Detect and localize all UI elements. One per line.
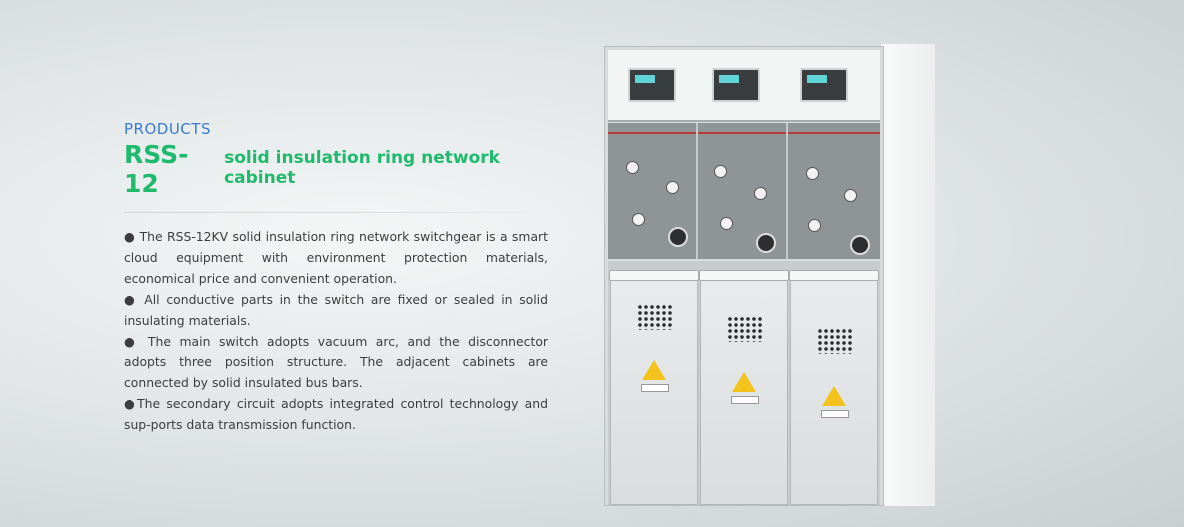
switch-knob [714, 165, 727, 178]
warning-icon [732, 372, 756, 392]
control-bay [608, 123, 698, 259]
door-handle [699, 270, 789, 281]
cabinet-door [789, 270, 879, 505]
operation-dial [850, 235, 870, 255]
cable-compartment [608, 261, 880, 505]
meter-display [712, 68, 760, 102]
product-intro: PRODUCTS RSS-12 solid insulation ring ne… [124, 118, 548, 436]
control-panel [608, 123, 880, 259]
cabinet-image [604, 44, 935, 510]
feature-item: ● The main switch adopts vacuum arc, and… [124, 333, 548, 391]
cabinet-door [609, 270, 699, 505]
cabinet-side [880, 44, 935, 506]
meter-display [800, 68, 848, 102]
feature-item: ● All conductive parts in the switch are… [124, 291, 548, 328]
product-model: RSS-12 [124, 140, 189, 198]
door-handle [609, 270, 699, 281]
product-title: RSS-12 solid insulation ring network cab… [124, 140, 548, 198]
control-bay [788, 123, 876, 259]
warning-label [731, 396, 759, 404]
door-handle [789, 270, 879, 281]
section-label: PRODUCTS [124, 120, 211, 138]
cabinet-door [699, 270, 789, 505]
product-subtitle: solid insulation ring network cabinet [224, 148, 500, 188]
switch-knob [632, 213, 645, 226]
instrument-panel [608, 50, 880, 122]
control-bay [698, 123, 788, 259]
switch-knob [806, 167, 819, 180]
switch-knob [666, 181, 679, 194]
product-description: ● The RSS-12KV solid insulation ring net… [124, 227, 548, 436]
vent-grille [817, 328, 853, 354]
operation-dial [668, 227, 688, 247]
title-divider [124, 212, 544, 213]
warning-icon [822, 386, 846, 406]
operation-dial [756, 233, 776, 253]
meter-display [628, 68, 676, 102]
vent-grille [727, 316, 763, 342]
switch-knob [754, 187, 767, 200]
switch-knob [720, 217, 733, 230]
bus-line [608, 132, 880, 134]
warning-label [641, 384, 669, 392]
warning-icon [642, 360, 666, 380]
feature-item: ● The RSS-12KV solid insulation ring net… [124, 229, 548, 286]
switch-knob [844, 189, 857, 202]
cabinet-front [604, 46, 884, 506]
feature-item: ●The secondary circuit adopts integrated… [124, 396, 548, 433]
switch-knob [626, 161, 639, 174]
warning-label [821, 410, 849, 418]
vent-grille [637, 304, 673, 330]
switch-knob [808, 219, 821, 232]
